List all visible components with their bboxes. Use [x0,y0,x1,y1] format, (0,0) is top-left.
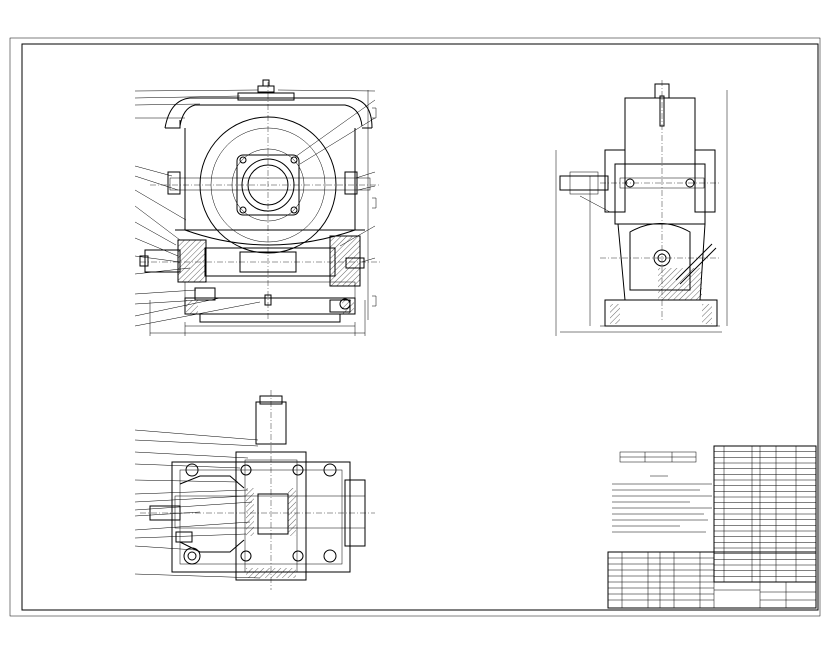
side-view [555,80,728,336]
top-leaders [134,429,261,579]
inner-border [21,43,819,611]
front-leaders [134,89,376,327]
front-view [139,79,380,336]
technical-notes [612,451,712,533]
title-block [607,551,817,609]
outer-border [9,37,821,617]
parts-list [713,445,817,583]
top-view [140,390,375,590]
